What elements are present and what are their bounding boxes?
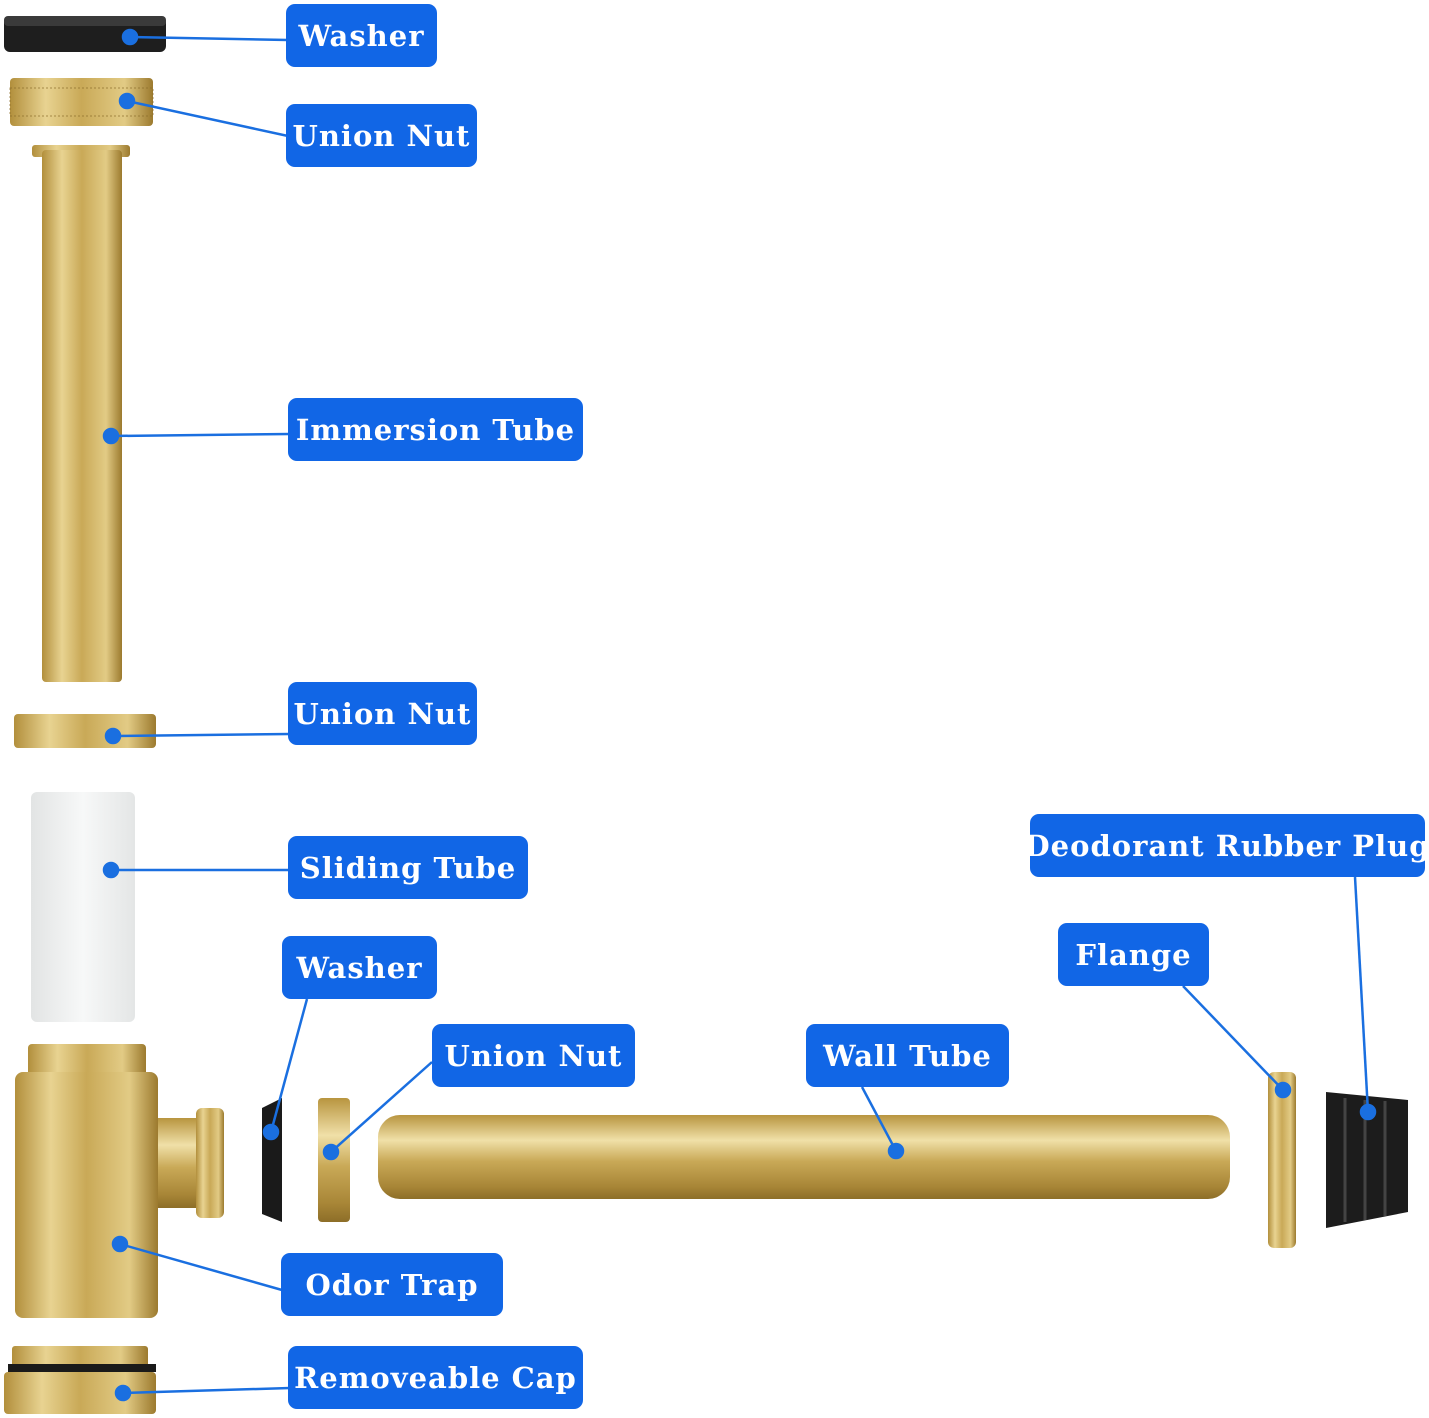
label-wall-tube: Wall Tube xyxy=(806,1024,1009,1087)
label-sliding-tube: Sliding Tube xyxy=(288,836,528,899)
union-nut-top-part xyxy=(9,78,154,126)
washer-top-part xyxy=(4,16,166,52)
flange-part xyxy=(1268,1072,1296,1248)
removeable-cap-part xyxy=(4,1346,156,1414)
label-odor-trap: Odor Trap xyxy=(281,1253,503,1316)
immersion-tube-part xyxy=(32,145,130,682)
label-immersion-tube: Immersion Tube xyxy=(288,398,583,461)
washer-bottom-part xyxy=(262,1098,282,1222)
label-union-nut-top: Union Nut xyxy=(286,104,477,167)
sliding-tube-part xyxy=(31,792,135,1022)
label-flange: Flange xyxy=(1058,923,1209,986)
union-nut-mid-part xyxy=(14,714,156,748)
deodorant-rubber-plug-part xyxy=(1326,1092,1408,1228)
label-union-nut-mid: Union Nut xyxy=(288,682,477,745)
leader-lines xyxy=(102,28,1377,1402)
label-union-nut-bottom: Union Nut xyxy=(432,1024,635,1087)
label-removeable-cap: Removeable Cap xyxy=(288,1346,583,1409)
label-washer-top: Washer xyxy=(286,4,437,67)
odor-trap-part xyxy=(15,1044,224,1318)
label-deodorant-rubber-plug: Deodorant Rubber Plug xyxy=(1025,814,1429,877)
label-washer-bottom: Washer xyxy=(282,936,437,999)
wall-tube-part xyxy=(378,1115,1230,1199)
union-nut-bottom-part xyxy=(318,1098,350,1222)
